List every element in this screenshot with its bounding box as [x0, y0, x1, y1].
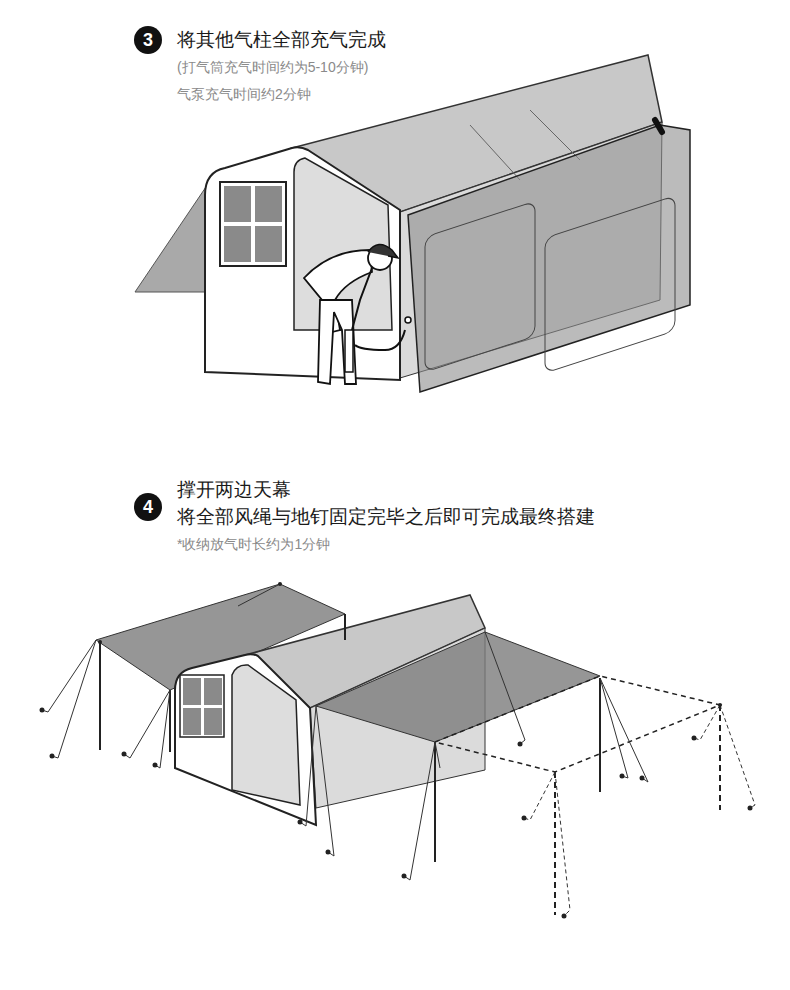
step-number-circle: 4 — [134, 493, 162, 521]
tent-body-part — [530, 110, 580, 160]
step-note: *收纳放气时长约为1分钟 — [177, 536, 330, 554]
tent-facade-2-part — [204, 708, 222, 735]
guy-lines-part — [555, 772, 570, 916]
tent-facade-2-part — [175, 654, 316, 825]
stakes-part — [562, 914, 567, 919]
person-with-pump-part — [318, 300, 356, 384]
guy-lines-part — [155, 690, 170, 768]
step-number-circle: 3 — [134, 26, 162, 54]
stakes-part — [98, 640, 102, 644]
guy-lines-part — [124, 690, 170, 758]
stakes-part — [122, 752, 127, 757]
stakes-part — [326, 850, 331, 855]
guy-lines-part — [485, 632, 525, 744]
step-instruction: 将全部风绳与地钉固定完毕之后即可完成最终搭建 — [177, 505, 595, 529]
side-curtain-part — [408, 125, 690, 392]
tent-facade-2-part — [204, 678, 222, 705]
stakes-part — [402, 874, 407, 879]
tent-facade-part — [220, 182, 286, 266]
guy-lines-part — [524, 772, 555, 820]
guy-lines-part — [238, 584, 280, 606]
step-number: 4 — [143, 498, 153, 516]
person-with-pump-part — [345, 330, 353, 372]
person-with-pump-part — [352, 268, 372, 330]
step-instruction: 将其他气柱全部充气完成 — [177, 28, 386, 52]
side-curtain — [408, 120, 690, 392]
guy-lines — [42, 584, 755, 916]
side-curtain-part — [545, 196, 675, 373]
stakes-part — [40, 708, 45, 713]
person-with-pump — [304, 244, 411, 384]
right-awning — [316, 632, 720, 772]
tent-body-part — [470, 125, 520, 180]
step-instruction: 撑开两边天幕 — [177, 478, 291, 502]
step-note: 气泵充气时间约2分钟 — [177, 86, 311, 104]
poles-part — [344, 614, 346, 640]
guy-lines-part — [435, 742, 440, 768]
stakes-part — [640, 776, 645, 781]
guy-lines-part — [42, 640, 96, 712]
stakes-part — [50, 754, 55, 759]
poles-part — [599, 678, 601, 792]
right-awning-part — [316, 632, 600, 742]
tent-facade-part — [224, 226, 251, 262]
tent-facade-part — [205, 147, 400, 380]
step-number: 3 — [143, 31, 153, 49]
stakes-part — [278, 582, 282, 586]
tent-facade-part — [224, 186, 251, 222]
stakes — [40, 582, 753, 919]
stakes-part — [692, 736, 697, 741]
poles-part — [99, 642, 101, 750]
tent-facade-2-part — [180, 675, 224, 737]
guy-lines-part — [720, 705, 755, 808]
tent-facade-2-part — [183, 678, 201, 705]
person-with-pump-part — [405, 317, 411, 323]
tent-facade — [205, 147, 400, 380]
guy-lines-part — [600, 678, 648, 782]
stakes-part — [718, 703, 722, 707]
person-with-pump-part — [355, 330, 405, 350]
step-note: (打气筒充气时间约为5-10分钟) — [177, 59, 368, 77]
stakes-part — [518, 742, 523, 747]
side-curtain-part — [655, 120, 662, 132]
guy-lines-part — [52, 640, 96, 758]
guy-lines-part — [694, 705, 720, 740]
tent-facade-2 — [175, 654, 316, 825]
tent-facade-2-part — [232, 665, 300, 805]
stakes-part — [748, 806, 753, 811]
stakes-part — [298, 820, 303, 825]
guy-lines-part — [404, 742, 435, 880]
guy-lines-part — [316, 706, 334, 856]
poles-part — [719, 705, 721, 810]
side-curtain-part — [425, 201, 535, 372]
stakes-part — [153, 763, 158, 768]
tent-facade-part — [255, 186, 282, 222]
poles — [100, 614, 720, 915]
guy-lines-part — [600, 678, 628, 778]
tent-facade-2-part — [183, 708, 201, 735]
guy-lines-part — [300, 706, 316, 826]
stakes-part — [620, 774, 625, 779]
stakes-part — [522, 816, 527, 821]
poles-part — [434, 742, 436, 862]
right-awning-part — [435, 676, 720, 772]
person-with-pump-part — [368, 244, 398, 258]
tent-facade-part — [255, 226, 282, 262]
poles-part — [554, 772, 556, 915]
